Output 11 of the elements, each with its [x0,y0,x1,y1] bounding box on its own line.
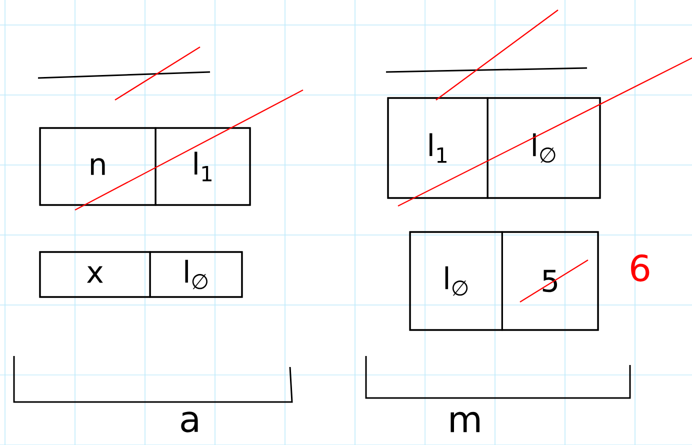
table-cell: l$_{∅}$ [409,231,503,331]
table-cell: l$_{1}$ [387,97,488,199]
table-cell: l$_{∅}$ [149,251,243,298]
table-cell: l$_{1}$ [154,127,251,206]
handwritten-label: a [181,412,198,432]
table-cell: x [39,251,151,298]
table-cell: n [39,127,156,206]
table-cell: l$_{∅}$ [486,97,601,199]
handwritten-label: 6 [631,254,650,282]
handwritten-label: m [450,412,480,432]
record-box [39,251,243,298]
